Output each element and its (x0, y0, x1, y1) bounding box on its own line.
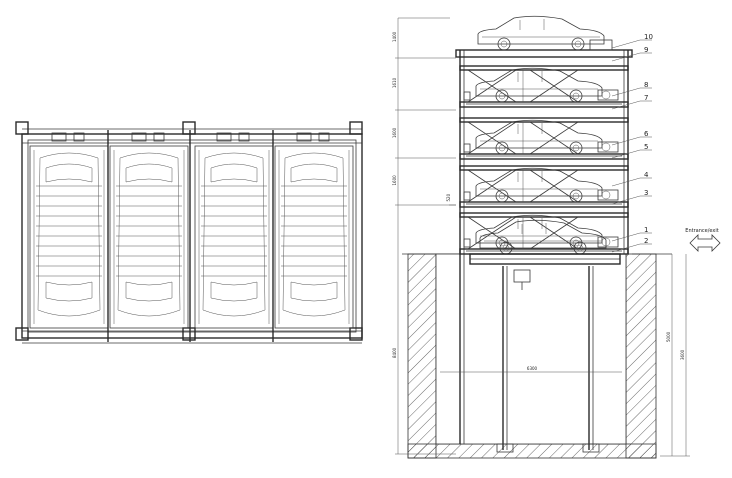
dimension-label: 520 (446, 193, 451, 201)
storage-level (459, 165, 629, 208)
dimension: 520 (446, 193, 456, 206)
entrance-arrow-icon (689, 234, 721, 252)
callout-number: 3 (644, 189, 648, 197)
dimension-label: 8400 (392, 347, 397, 358)
pit-floor (407, 443, 657, 459)
callout: 2 (611, 237, 652, 253)
pit-wall-left (407, 253, 437, 459)
plan-bay (274, 132, 354, 329)
callout: 7 (611, 94, 652, 110)
callout-number: 1 (644, 226, 648, 234)
column-mid (182, 121, 196, 135)
dimension: 1400 (392, 31, 456, 59)
callout: 3 (611, 189, 652, 205)
dimension: 1600 (392, 127, 456, 159)
callout: 8 (611, 81, 652, 97)
column-corner (15, 327, 29, 341)
callout: 6 (611, 130, 652, 146)
dim-pit-width: 6300 (527, 366, 538, 371)
dimension: 1610 (392, 77, 456, 111)
storage-level (459, 65, 629, 108)
dimension-label: 1400 (392, 31, 397, 42)
callout-number: 4 (644, 171, 649, 179)
dim-pit-inner: 5000 (666, 331, 671, 342)
level-top (477, 15, 613, 51)
callout: 1 (611, 226, 652, 242)
callout: 10 (611, 33, 653, 49)
callout-number: 9 (644, 46, 648, 54)
dimension: 1600 (392, 175, 456, 206)
callout-number: 5 (644, 143, 648, 151)
plan-bay (194, 132, 274, 329)
column-corner (349, 121, 363, 135)
callout-number: 2 (644, 237, 648, 245)
column-corner (15, 121, 29, 135)
callout-number: 7 (644, 94, 648, 102)
plan-bay (29, 132, 109, 329)
callout: 9 (611, 46, 652, 62)
dimension-label: 1610 (392, 77, 397, 88)
dimension-label: 1600 (392, 127, 397, 138)
dimension: 8400 (392, 347, 456, 455)
dimension-label: 1600 (392, 175, 397, 186)
callout: 5 (611, 143, 652, 159)
pit-wall-right (625, 253, 657, 459)
column-corner (349, 327, 363, 341)
entrance-label: Entrance/exit (685, 228, 718, 234)
callout-number: 10 (644, 33, 653, 41)
plan-bay (109, 132, 189, 329)
dim-pit-outer: 3600 (680, 349, 685, 360)
storage-level (459, 117, 629, 160)
column-mid (182, 327, 196, 341)
callout: 4 (611, 171, 652, 187)
callout-number: 6 (644, 130, 649, 138)
top-beam (455, 49, 633, 58)
callout-number: 8 (644, 81, 648, 89)
plan-view (15, 121, 363, 344)
